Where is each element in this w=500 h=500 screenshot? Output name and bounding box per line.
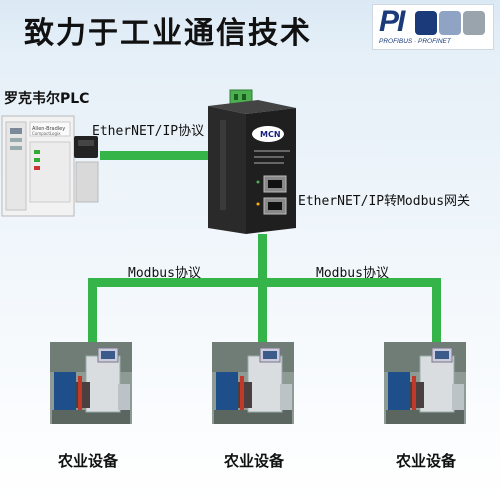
plc-label: 罗克韦尔PLC (4, 91, 90, 107)
agricultural-device-image-2 (212, 342, 294, 424)
device-label-3: 农业设备 (396, 452, 457, 470)
gateway-drop-wire (258, 234, 267, 284)
logo-square-2 (439, 11, 461, 35)
gateway-brand: MCN (260, 130, 281, 139)
profibus-profinet-logo: PI PROFIBUS · PROFINET (372, 4, 494, 50)
plc-image: Allen-Bradley CompactLogix (1, 115, 99, 217)
logo-square-1 (415, 11, 437, 35)
device-middle-wire (258, 278, 267, 342)
logo-mark: PI (379, 5, 405, 38)
page-title: 致力于工业通信技术 (24, 16, 312, 51)
gateway-label: EtherNET/IP转Modbus网关 (298, 194, 471, 209)
ethernet-ip-label: EtherNET/IP协议 (92, 124, 205, 139)
plc-brand: Allen-Bradley (32, 126, 65, 132)
device-right-wire (432, 278, 441, 342)
agricultural-device-image-3 (384, 342, 466, 424)
modbus-label-right: Modbus协议 (316, 266, 389, 281)
logo-square-3 (463, 11, 485, 35)
logo-tagline: PROFIBUS · PROFINET (379, 38, 451, 45)
gateway-image: MCN (208, 89, 296, 234)
modbus-label-left: Modbus协议 (128, 266, 201, 281)
device-label-2: 农业设备 (224, 452, 285, 470)
plc-model: CompactLogix (32, 131, 61, 136)
device-left-wire (88, 278, 97, 342)
device-label-1: 农业设备 (58, 452, 119, 470)
agricultural-device-image-1 (50, 342, 132, 424)
ethernet-ip-wire (100, 151, 212, 160)
